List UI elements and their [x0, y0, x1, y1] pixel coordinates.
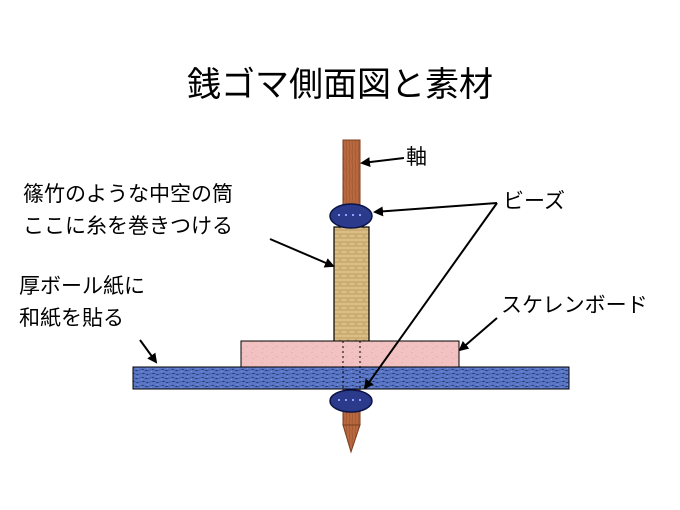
bead-dots [338, 214, 361, 401]
skelen-arrow [458, 317, 498, 352]
label-beads: ビーズ [503, 189, 565, 213]
axis-arrow [360, 157, 405, 168]
label-axis: 軸 [406, 145, 427, 169]
bamboo-tube [333, 226, 370, 362]
lower-board [132, 366, 570, 390]
label-board-line1: 厚ボール紙に [19, 274, 145, 298]
beads-upper-arrow [373, 202, 498, 217]
upper-bead [329, 203, 373, 229]
label-tube-line2: ここに糸を巻きつける [23, 214, 233, 238]
label-board-line2: 和紙を貼る [19, 306, 124, 330]
hidden-axis-lines [342, 341, 361, 389]
lower-bead [329, 389, 373, 413]
board-arrow [139, 339, 158, 364]
label-tube-line1: 篠竹のような中空の筒 [23, 182, 233, 206]
tube-arrow [269, 238, 335, 268]
label-skelen: スケレンボード [501, 293, 648, 317]
upper-board [240, 340, 460, 368]
beads-lower-arrow [363, 202, 498, 390]
diagram-title: 銭ゴマ側面図と素材 [187, 65, 493, 105]
